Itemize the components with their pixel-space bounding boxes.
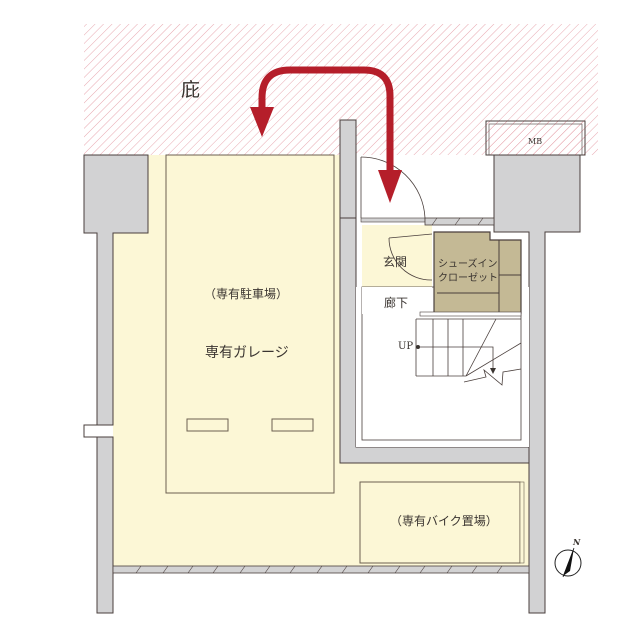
partition-wall [339, 119, 357, 221]
compass-icon [554, 547, 582, 578]
parking-sub-label: （専有駐車場） [204, 287, 289, 301]
bottom-sill [112, 565, 530, 574]
bike-parking-space [359, 481, 521, 564]
arrow-head-down [378, 170, 402, 203]
left-wall [83, 154, 149, 614]
meter-box [485, 120, 586, 156]
canopy-label: 庇 [181, 79, 201, 101]
hallway-label: 廊下 [384, 296, 409, 310]
right-wall [493, 154, 581, 614]
entry-door-frame [360, 217, 426, 223]
stairs [415, 318, 522, 386]
shoe-closet-label-1: シューズイン [438, 259, 498, 270]
wheel-stop-right [271, 418, 314, 432]
window-strip [424, 217, 495, 226]
compass-north-label: N [573, 537, 581, 547]
bike-parking-label: （専有バイク置場） [390, 514, 498, 528]
meter-box-label: MB [528, 137, 543, 146]
canopy-area [84, 24, 268, 155]
parking-space [165, 154, 335, 494]
inner-door-swing [388, 233, 433, 281]
hallway-floor [362, 287, 432, 314]
wheel-stop-left [186, 418, 229, 432]
garage-label: 専有ガレージ [205, 345, 289, 361]
entrance-label: 玄関 [383, 255, 408, 269]
shoe-closet-label-2: クローゼット [438, 273, 498, 284]
route-arrow [250, 66, 402, 203]
arrow-head-left [250, 107, 274, 137]
stairs-up-label: UP [398, 341, 414, 352]
entry-door-swing [360, 156, 426, 219]
